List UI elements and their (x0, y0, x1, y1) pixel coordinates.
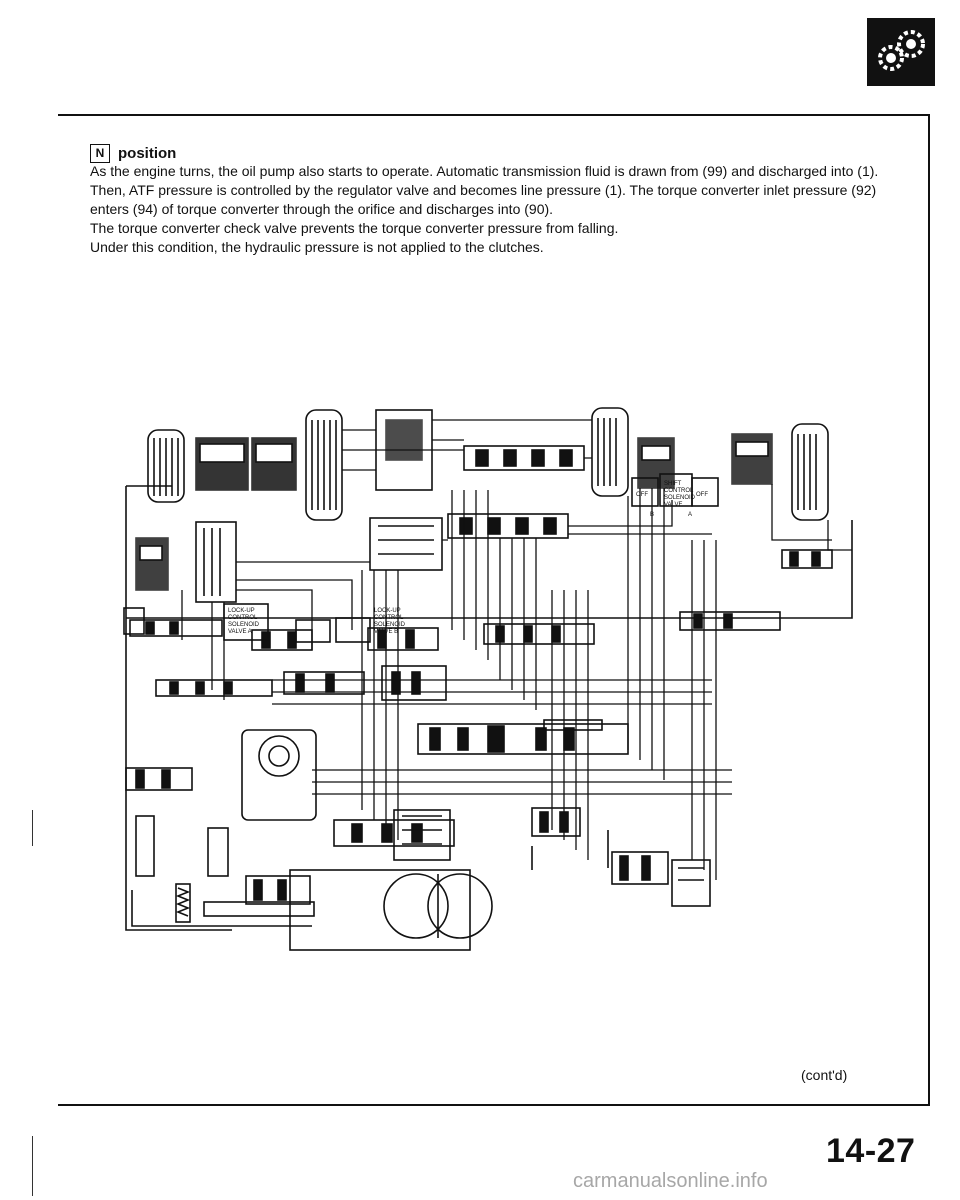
section-heading: N position (90, 144, 176, 163)
shift-solenoid-label: SOLENOID (664, 495, 696, 501)
lockup-a-label: LOCK-UP (228, 608, 255, 614)
paragraph-line: The torque converter check valve prevent… (90, 220, 619, 236)
heading-text: position (118, 145, 177, 162)
hydraulic-circuit-diagram: LOCK-UP CONTROL SOLENOID VALVE A LOCK-UP… (123, 407, 853, 951)
margin-mark (32, 1136, 33, 1196)
lockup-b-label: CONTROL (374, 615, 404, 621)
shift-solenoid-label: CONTROL (664, 488, 694, 494)
oil-cooler (175, 875, 315, 923)
off-label: OFF (636, 492, 648, 498)
shift-solenoid-label: VALVE (664, 502, 682, 508)
throttle-valve (531, 830, 711, 907)
continued-note: (cont'd) (801, 1067, 848, 1083)
paragraph-line: As the engine turns, the oil pump also s… (90, 163, 879, 217)
lockup-a-label: CONTROL (228, 615, 258, 621)
frame-bottom-rule (58, 1104, 930, 1106)
clutch-pack (195, 437, 297, 491)
lockup-b-label: LOCK-UP (374, 608, 401, 614)
lockup-a-label: VALVE A (228, 629, 252, 635)
accumulator (305, 409, 343, 521)
gears-icon (878, 30, 925, 71)
lockup-b-label: VALVE B (374, 629, 398, 635)
fluid-passages (181, 419, 852, 880)
clutch-pack (135, 521, 237, 603)
watermark: carmanualsonline.info (573, 1170, 768, 1192)
control-valve (125, 729, 317, 877)
transmission-gears-logo (867, 18, 935, 86)
accumulator (591, 407, 829, 521)
off-label: OFF (696, 492, 708, 498)
oil-pump (289, 869, 493, 951)
accumulator (147, 429, 185, 503)
paragraph-line: Under this condition, the hydraulic pres… (90, 239, 544, 255)
port-a-label: A (688, 512, 692, 518)
manual-valve (417, 719, 629, 755)
shift-valve (447, 445, 585, 539)
page-number: 14-27 (826, 1132, 916, 1170)
valve-body (369, 409, 443, 571)
control-valve (155, 665, 447, 701)
shift-solenoid-label: SHIFT (664, 481, 682, 487)
lockup-a-label: SOLENOID (228, 622, 260, 628)
lockup-b-label: SOLENOID (374, 622, 406, 628)
mod-valve (531, 807, 581, 837)
frame-top-rule (58, 114, 930, 116)
gear-position-box: N (90, 144, 110, 163)
port-b-label: B (650, 512, 654, 518)
regulator-valve (333, 809, 455, 861)
frame-right-rule (928, 114, 930, 1106)
solenoid (123, 473, 719, 643)
description-text: As the engine turns, the oil pump also s… (90, 162, 890, 257)
margin-mark (32, 810, 33, 846)
